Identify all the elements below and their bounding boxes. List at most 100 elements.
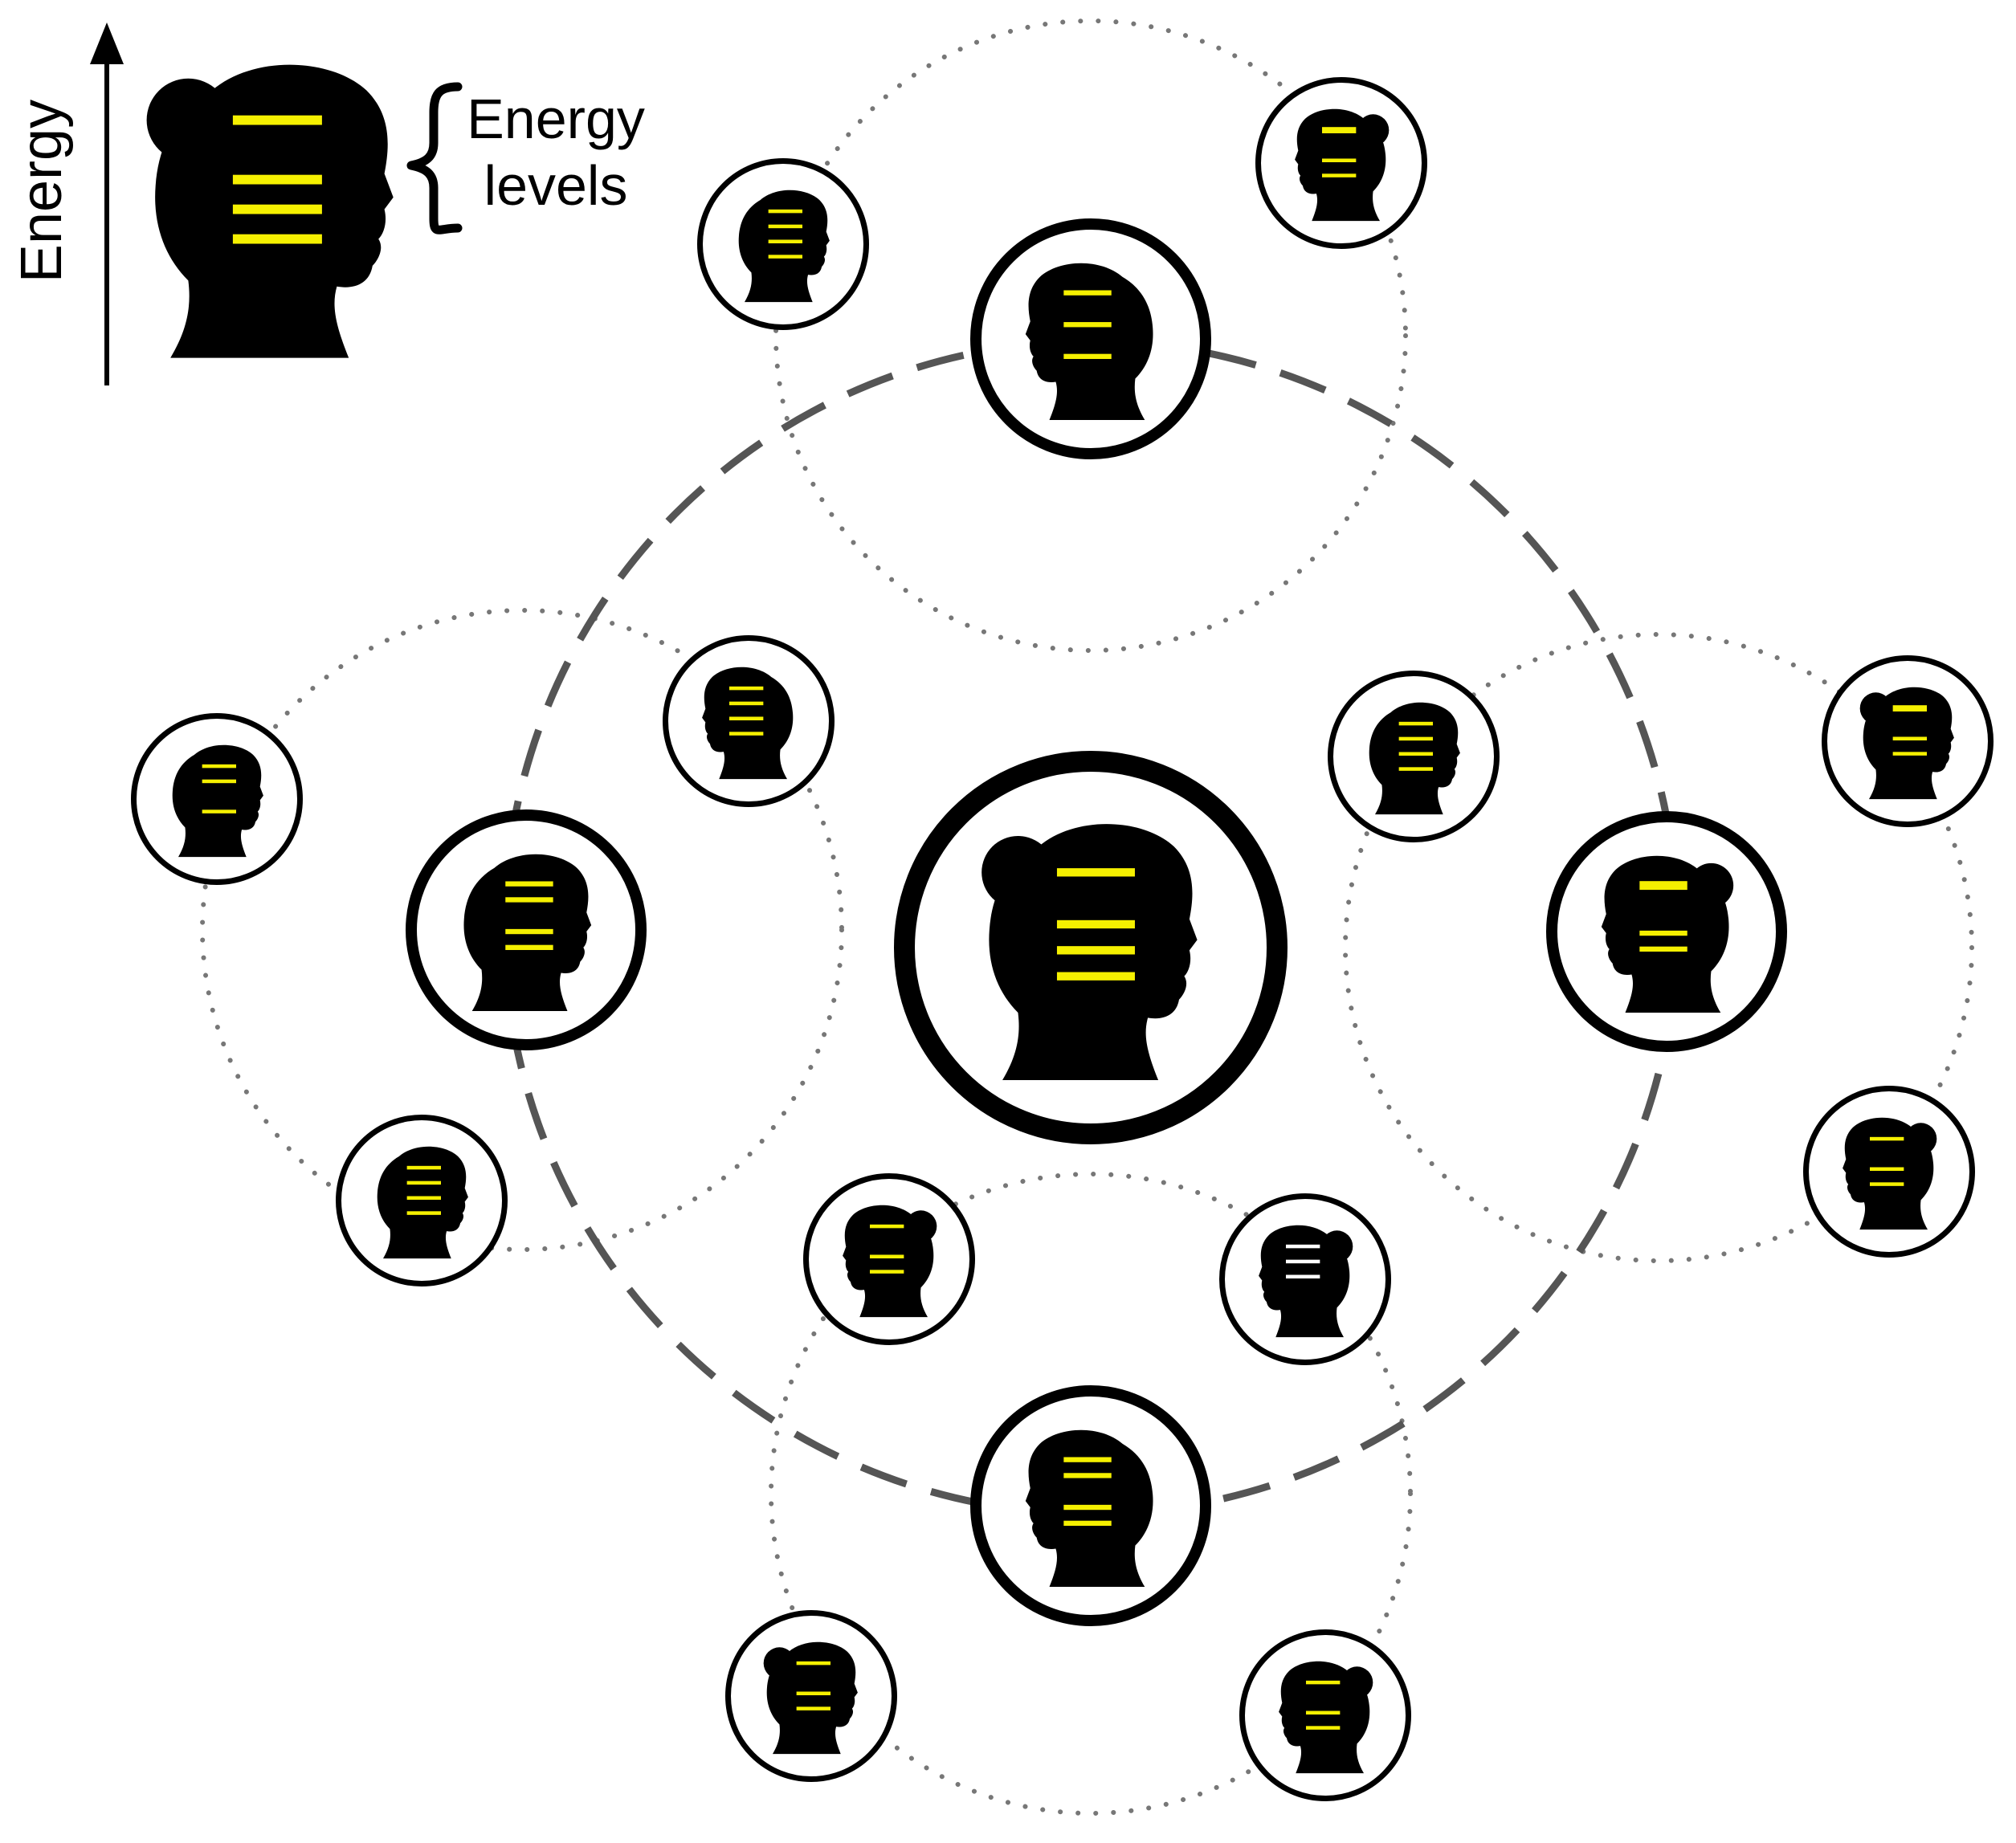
node-leaf-bottom-3-head-silhouette-icon (763, 1641, 858, 1755)
node-leaf-left-3-energy-level-1 (406, 1165, 442, 1170)
node-leaf-left-3-head-silhouette-icon (377, 1146, 468, 1259)
node-hub-left-energy-level-1 (505, 881, 553, 887)
legend-head-silhouette-icon (146, 64, 394, 358)
node-leaf-right-1-energy-level-4 (1398, 767, 1434, 771)
node-leaf-right-1[interactable] (1328, 671, 1500, 842)
node-hub-right-energy-level-1 (1639, 881, 1687, 891)
node-leaf-right-2-energy-level-3 (1892, 736, 1928, 741)
node-leaf-left-2-energy-level-1 (728, 686, 764, 691)
node-leaf-bottom-4-head-shape (1279, 1661, 1370, 1774)
node-leaf-bottom-4[interactable] (1239, 1629, 1411, 1801)
node-leaf-bottom-1-energy-level-4 (869, 1270, 904, 1274)
node-leaf-right-2[interactable] (1822, 655, 1994, 827)
node-hub-bottom-energy-level-5 (1063, 1520, 1112, 1527)
cluster-link-left (200, 608, 844, 1252)
legend-energy-level-5 (232, 234, 322, 244)
node-hub-right[interactable] (1546, 811, 1787, 1052)
energy-legend: Energy Energy levels (10, 22, 645, 385)
node-leaf-left-1[interactable] (131, 713, 303, 885)
node-leaf-right-1-head-shape (1369, 702, 1460, 815)
legend-head-silhouette (146, 64, 394, 358)
node-leaf-top-1-energy-level-1 (768, 209, 803, 214)
node-hub-bottom-energy-level-4 (1063, 1504, 1112, 1511)
node-center[interactable] (894, 751, 1288, 1144)
legend-energy-level-4 (232, 204, 322, 214)
node-leaf-bottom-3-energy-level-3 (796, 1691, 831, 1696)
node-leaf-right-3-head-silhouette-icon (1843, 1117, 1937, 1230)
node-leaf-right-3[interactable] (1803, 1086, 1975, 1258)
node-leaf-top-1-energy-level-3 (768, 239, 803, 244)
node-hub-left-energy-level-5 (505, 944, 553, 951)
node-leaf-bottom-1-head-silhouette-icon (843, 1205, 937, 1318)
node-leaf-top-1-head-silhouette-icon (738, 190, 830, 303)
node-leaf-right-1-head-silhouette-icon (1369, 702, 1460, 815)
node-leaf-bottom-3[interactable] (725, 1610, 897, 1782)
energy-axis-label: Energy (10, 100, 74, 283)
node-leaf-bottom-1-energy-level-3 (869, 1254, 904, 1259)
node-leaf-left-3-energy-level-3 (406, 1196, 442, 1201)
node-leaf-right-2-head-shape (1863, 687, 1954, 800)
node-leaf-bottom-3-energy-level-4 (796, 1706, 831, 1710)
node-leaf-top-2-energy-level-3 (1321, 158, 1357, 163)
node-leaf-bottom-2-head-shape (1259, 1225, 1350, 1338)
node-leaf-right-2-energy-level-1 (1892, 705, 1928, 712)
node-leaf-top-1-energy-level-4 (768, 255, 803, 259)
node-leaf-right-3-energy-level-4 (1869, 1182, 1904, 1186)
node-leaf-left-2[interactable] (663, 635, 835, 807)
node-hub-left-energy-level-4 (505, 928, 553, 935)
network-nodes (131, 77, 1994, 1801)
node-leaf-bottom-1-head-shape (843, 1205, 934, 1318)
node-hub-bottom[interactable] (970, 1385, 1211, 1626)
node-leaf-left-3-energy-level-4 (406, 1211, 442, 1215)
node-leaf-top-2[interactable] (1255, 77, 1427, 249)
node-leaf-top-1-head-shape (738, 190, 830, 303)
node-leaf-top-1[interactable] (697, 158, 869, 330)
node-leaf-bottom-2-head-silhouette-icon (1259, 1225, 1353, 1338)
node-hub-top-energy-level-3 (1063, 322, 1112, 328)
node-leaf-bottom-4-head-silhouette-icon (1279, 1661, 1373, 1774)
brace-label-line1: Energy (467, 88, 645, 150)
node-hub-top-energy-level-1 (1063, 290, 1112, 296)
node-leaf-left-1-head-shape (172, 744, 263, 858)
node-leaf-right-3-head-shape (1843, 1117, 1934, 1230)
node-leaf-left-1-energy-level-2 (202, 779, 237, 784)
node-hub-top[interactable] (970, 218, 1211, 459)
node-hub-bottom-head-silhouette-icon (1025, 1429, 1153, 1588)
node-leaf-left-2-energy-level-3 (728, 716, 764, 721)
node-leaf-top-2-energy-level-1 (1321, 127, 1357, 133)
node-leaf-left-1-head-silhouette-icon (172, 744, 263, 858)
node-leaf-top-2-head-shape (1295, 108, 1386, 222)
legend-energy-level-3 (232, 174, 322, 185)
node-hub-left[interactable] (406, 809, 647, 1050)
node-leaf-right-1-energy-level-1 (1398, 721, 1434, 726)
energy-axis-arrowhead (90, 22, 124, 64)
node-leaf-bottom-2-energy-level-2 (1285, 1259, 1320, 1264)
cluster-link-top (773, 18, 1408, 653)
cluster-link-bottom (769, 1172, 1413, 1816)
node-leaf-left-3[interactable] (336, 1115, 508, 1286)
node-leaf-bottom-1[interactable] (803, 1173, 975, 1345)
node-leaf-bottom-2-energy-level-3 (1285, 1274, 1320, 1279)
curly-brace-icon (406, 82, 463, 234)
node-leaf-left-2-energy-level-2 (728, 701, 764, 706)
node-center-energy-level-3 (1056, 919, 1135, 929)
cluster-link-right (1343, 632, 1974, 1263)
node-leaf-bottom-2-energy-level-1 (1285, 1244, 1320, 1249)
node-leaf-right-2-energy-level-4 (1892, 752, 1928, 756)
node-leaf-bottom-1-energy-level-1 (869, 1224, 904, 1229)
node-leaf-left-3-energy-level-2 (406, 1180, 442, 1185)
node-hub-bottom-energy-level-1 (1063, 1457, 1112, 1462)
node-leaf-bottom-2[interactable] (1219, 1193, 1391, 1365)
node-hub-left-head-silhouette-icon (463, 854, 592, 1012)
node-hub-top-energy-level-5 (1063, 353, 1112, 360)
node-leaf-left-2-head-silhouette-icon (702, 667, 794, 780)
node-leaf-bottom-4-energy-level-1 (1305, 1680, 1341, 1685)
node-hub-right-head-silhouette-icon (1601, 855, 1734, 1013)
node-hub-left-energy-level-2 (505, 897, 553, 903)
node-center-head-silhouette-icon (981, 824, 1198, 1081)
node-leaf-right-1-energy-level-3 (1398, 752, 1434, 756)
node-leaf-left-1-energy-level-1 (202, 764, 237, 769)
node-leaf-bottom-3-head-shape (766, 1641, 858, 1755)
node-leaf-top-1-energy-level-2 (768, 224, 803, 229)
node-hub-top-head-silhouette-icon (1025, 263, 1153, 421)
